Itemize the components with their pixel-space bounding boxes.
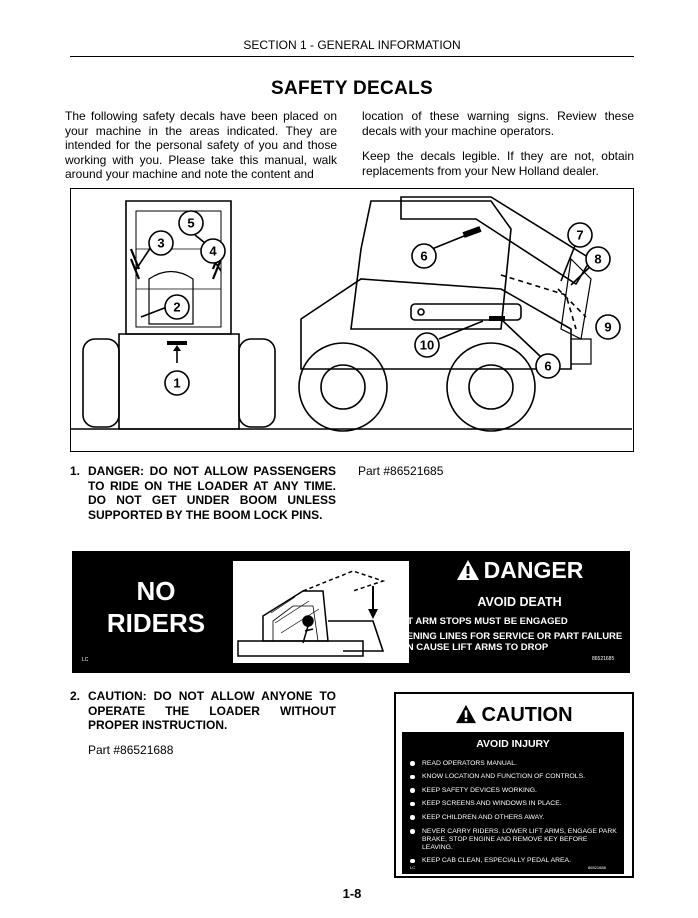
- section-header: SECTION 1 - GENERAL INFORMATION: [243, 38, 461, 52]
- callout-8: 8: [594, 252, 601, 267]
- intro-paragraph: Keep the decals legible. If they are not…: [362, 149, 634, 178]
- decal-location-illustration: 1 2 3 4 5 6 6 7 8 9 10: [70, 188, 634, 452]
- danger-decal: NO RIDERS DANGER AVOID DEA: [72, 551, 630, 673]
- front-view-wheel-right: [238, 338, 276, 428]
- decal-description: CAUTION: DO NOT ALLOW ANYONE TO OPERATE …: [88, 689, 336, 732]
- caution-heading: CAUTION: [396, 704, 632, 727]
- side-view-cab: [350, 200, 512, 330]
- item-number: 1.: [70, 464, 81, 478]
- part-number: Part #86521688: [88, 743, 174, 757]
- decal-code-right: 86521688: [588, 865, 606, 870]
- page-title: SAFETY DECALS: [271, 78, 433, 99]
- callout-3: 3: [157, 236, 164, 251]
- list-item: OPENING LINES FOR SERVICE OR PART FAILUR…: [382, 631, 627, 654]
- callout-7: 7: [576, 228, 583, 243]
- decal-description: DANGER: DO NOT ALLOW PASSENGERS TO RIDE …: [88, 464, 336, 522]
- danger-heading: DANGER: [409, 557, 630, 584]
- list-item: READ OPERATORS MANUAL.: [410, 760, 620, 768]
- intro-paragraph: The following safety decals have been pl…: [65, 109, 337, 181]
- list-item: KEEP CHILDREN AND OTHERS AWAY.: [410, 814, 620, 822]
- callout-2: 2: [173, 300, 180, 315]
- list-item: NEVER CARRY RIDERS. LOWER LIFT ARMS, ENG…: [410, 828, 620, 852]
- list-item: KNOW LOCATION AND FUNCTION OF CONTROLS.: [410, 773, 620, 781]
- side-view-body: [300, 278, 572, 370]
- caution-bullet-list: READ OPERATORS MANUAL. KNOW LOCATION AND…: [410, 754, 620, 865]
- list-item: KEEP CAB CLEAN, ESPECIALLY PEDAL AREA.: [410, 857, 620, 865]
- decal-code-left: LC: [410, 865, 416, 870]
- side-view-cylinder: [410, 303, 522, 321]
- side-view-boom: [400, 196, 593, 286]
- side-view-wheel-front: [446, 342, 536, 432]
- item-number: 2.: [70, 689, 81, 703]
- danger-bullet-list: LIFT ARM STOPS MUST BE ENGAGED OPENING L…: [382, 613, 627, 654]
- list-item: LIFT ARM STOPS MUST BE ENGAGED: [382, 616, 627, 628]
- callout-1: 1: [173, 376, 180, 391]
- decal-code-right: 86521685: [592, 656, 615, 662]
- intro-paragraph: location of these warning signs. Review …: [362, 109, 634, 138]
- warning-triangle-icon: [456, 560, 479, 580]
- part-number: Part #86521685: [358, 464, 444, 478]
- caution-subheading: AVOID INJURY: [476, 738, 550, 750]
- no-riders-text: NO RIDERS: [106, 576, 206, 638]
- caution-decal: CAUTION AVOID INJURY READ OPERATORS MANU…: [394, 692, 634, 878]
- header-rule: [70, 56, 634, 57]
- callout-6-bottom: 6: [544, 359, 551, 374]
- intro-right-column: location of these warning signs. Review …: [362, 109, 634, 178]
- warning-triangle-icon: [456, 704, 477, 724]
- callout-9: 9: [604, 320, 611, 335]
- callout-5: 5: [187, 216, 194, 231]
- page-number: 1-8: [342, 886, 362, 901]
- list-item: KEEP SAFETY DEVICES WORKING.: [410, 787, 620, 795]
- intro-left-column: The following safety decals have been pl…: [65, 109, 337, 182]
- callout-6-top: 6: [420, 249, 427, 264]
- list-item: KEEP SCREENS AND WINDOWS IN PLACE.: [410, 800, 620, 808]
- decal-code-left: LC: [82, 657, 89, 663]
- loader-drawing: 1 2 3 4 5 6 6 7 8 9 10: [71, 196, 632, 432]
- front-view-seat: [148, 270, 194, 325]
- danger-subheading: AVOID DEATH: [477, 595, 562, 609]
- caution-panel: AVOID INJURY READ OPERATORS MANUAL. KNOW…: [402, 732, 624, 874]
- front-view-wheel-left: [82, 338, 120, 428]
- callout-10: 10: [420, 338, 434, 353]
- side-view-wheel-rear: [298, 342, 388, 432]
- callout-4: 4: [209, 244, 217, 259]
- loader-lift-arm-picture: [233, 561, 409, 663]
